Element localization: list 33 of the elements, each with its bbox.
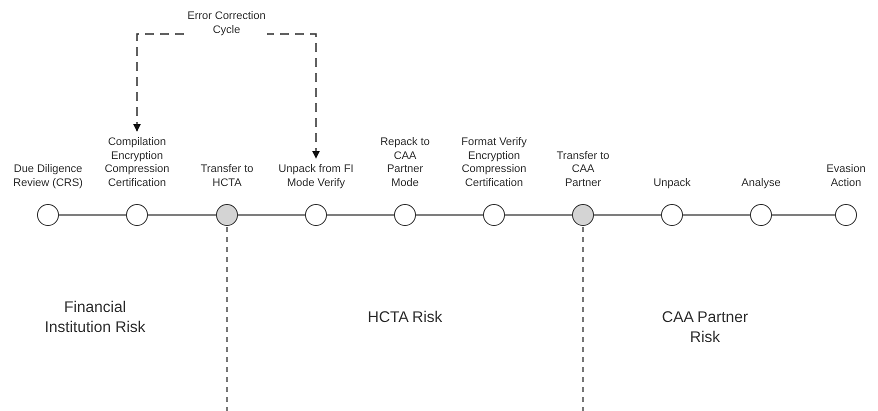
step-label: Evasion Action bbox=[825, 163, 867, 190]
step-label: Due Diligence Review (CRS) bbox=[12, 163, 84, 190]
step-label: Format Verify Encryption Compression Certification bbox=[460, 136, 528, 190]
timeline-circle bbox=[483, 204, 505, 226]
connector-line bbox=[772, 214, 835, 216]
timeline-circle bbox=[661, 204, 683, 226]
connector-line bbox=[327, 214, 394, 216]
connector-line bbox=[59, 214, 126, 216]
step-label: Unpack from FI Mode Verify bbox=[277, 163, 355, 190]
step-label: Analyse bbox=[740, 176, 782, 190]
connector-line bbox=[148, 214, 216, 216]
timeline-circle bbox=[216, 204, 238, 226]
connector-line bbox=[416, 214, 483, 216]
region-label: CAA Partner Risk bbox=[660, 308, 750, 348]
timeline-circle bbox=[305, 204, 327, 226]
timeline-circle bbox=[835, 204, 857, 226]
connector-line bbox=[683, 214, 750, 216]
edge-label: Error Correction Cycle bbox=[186, 10, 266, 37]
timeline-circle bbox=[126, 204, 148, 226]
timeline-circle bbox=[750, 204, 772, 226]
connector-line bbox=[238, 214, 305, 216]
connector-line bbox=[594, 214, 661, 216]
region-label: Financial Institution Risk bbox=[44, 298, 146, 338]
timeline-circle bbox=[37, 204, 59, 226]
timeline-circle bbox=[572, 204, 594, 226]
step-label: Compilation Encryption Compression Certification bbox=[104, 136, 170, 190]
step-label: Transfer to HCTA bbox=[200, 163, 254, 190]
step-label: Transfer to CAA Partner bbox=[556, 150, 610, 190]
timeline-circle bbox=[394, 204, 416, 226]
region-label: HCTA Risk bbox=[366, 308, 444, 328]
step-label: Unpack bbox=[652, 176, 692, 190]
step-label: Repack to CAA Partner Mode bbox=[379, 136, 431, 190]
connector-line bbox=[505, 214, 572, 216]
